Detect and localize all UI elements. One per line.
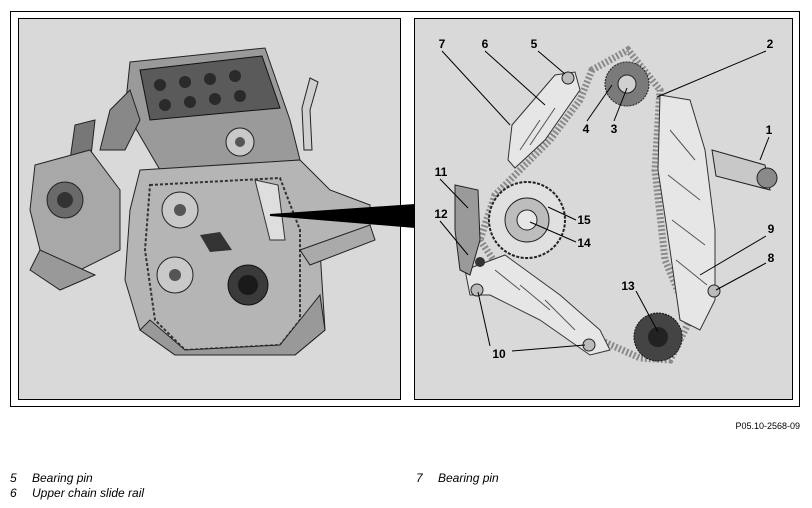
- callout-12: 12: [434, 207, 448, 221]
- callout-6: 6: [482, 37, 489, 51]
- figure-reference: P05.10-2568-09: [735, 421, 800, 431]
- callout-2: 2: [767, 37, 774, 51]
- chain-drive-diagram: 1 2 3 4 5 6 7 8 9 10 11 12 13 14 15: [434, 37, 778, 364]
- callout-1: 1: [766, 123, 773, 137]
- engine-illustration: [29, 47, 415, 356]
- callout-7: 7: [439, 37, 446, 51]
- callout-11: 11: [435, 165, 448, 179]
- callout-3: 3: [611, 122, 618, 136]
- callout-10: 10: [492, 347, 506, 361]
- callout-15: 15: [577, 213, 591, 227]
- callout-14: 14: [577, 236, 591, 250]
- callout-13: 13: [621, 279, 635, 293]
- callout-labels: 1 2 3 4 5 6 7 8 9 10 11 12 13 14 15: [434, 37, 774, 361]
- callout-9: 9: [768, 222, 775, 236]
- callout-4: 4: [583, 122, 590, 136]
- callout-5: 5: [531, 37, 538, 51]
- callout-8: 8: [768, 251, 775, 265]
